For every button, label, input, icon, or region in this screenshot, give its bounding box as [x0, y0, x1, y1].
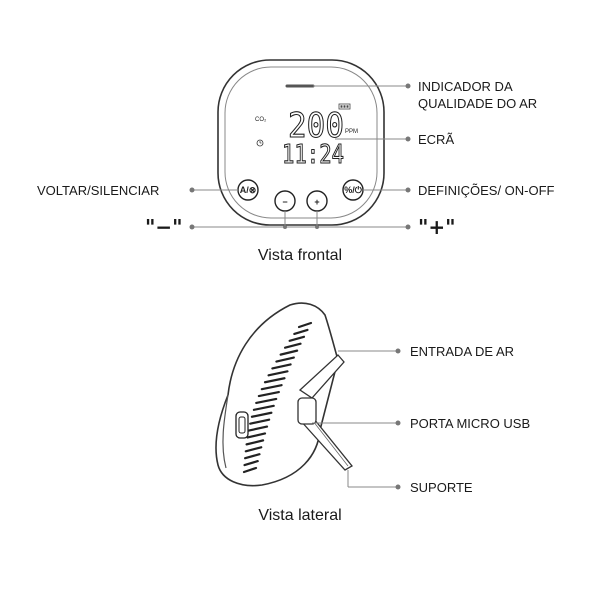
air-quality-indicator-label-line2: QUALIDADE DO AR — [418, 96, 537, 111]
front-view-caption: Vista frontal — [258, 247, 342, 264]
minus-label: "−" — [145, 215, 183, 239]
vent-slit — [252, 404, 275, 411]
vent-slit — [293, 328, 309, 336]
vent-slit — [242, 466, 258, 474]
back-mute-icon: A/⊗ — [240, 185, 257, 195]
vent-slit — [246, 432, 267, 439]
vent-slit — [297, 321, 313, 329]
vent-slit — [279, 349, 299, 356]
vent-slit — [244, 446, 263, 453]
micro-usb-port — [235, 411, 249, 439]
co2-value-readout: 200 — [288, 106, 344, 146]
side-view-caption: Vista lateral — [258, 507, 341, 524]
side-callout-dots — [395, 348, 401, 490]
back-mute-label: VOLTAR/SILENCIAR — [37, 183, 159, 198]
settings-onoff-label: DEFINIÇÕES/ ON-OFF — [418, 183, 555, 198]
settings-power-icon: %/⏻ — [344, 185, 363, 195]
co2-label: CO₂ — [255, 117, 267, 123]
vent-slit — [244, 453, 261, 460]
device-body-side — [215, 302, 339, 487]
front-face-edge — [222, 394, 229, 469]
device-body-front — [217, 59, 385, 226]
plus-button[interactable]: + — [306, 190, 328, 212]
vent-slit — [245, 439, 265, 446]
screen-label: ECRÃ — [418, 132, 454, 147]
air-vent-slits — [242, 321, 313, 474]
vent-slit — [255, 397, 278, 405]
vent-slit — [257, 390, 280, 398]
micro-usb-label: PORTA MICRO USB — [410, 416, 530, 431]
side-callout-lines — [312, 350, 398, 488]
side-view: ENTRADA DE AR PORTA MICRO USB SUPORTE Vi… — [215, 302, 530, 524]
vent-slit — [267, 370, 289, 377]
settings-onoff-button[interactable]: %/⏻ — [342, 179, 364, 201]
time-readout: 11:24 — [282, 140, 344, 170]
vent-slit — [260, 384, 283, 391]
ppm-unit: PPM — [345, 129, 358, 135]
clock-icon — [256, 139, 264, 147]
stand — [297, 354, 353, 471]
front-view: CO₂ 200 PPM 11:24 A/⊗ − + %/⏻ — [37, 59, 555, 264]
air-quality-indicator-label-line1: INDICADOR DA — [418, 79, 513, 94]
vent-slit — [271, 363, 292, 370]
plus-label: "+" — [418, 215, 456, 239]
minus-icon: − — [282, 197, 287, 207]
minus-button[interactable]: − — [274, 190, 296, 212]
vent-slit — [288, 335, 306, 342]
vent-slit — [275, 356, 295, 363]
vent-slit — [283, 342, 302, 349]
back-mute-button[interactable]: A/⊗ — [237, 179, 259, 201]
stand-label: SUPORTE — [410, 480, 473, 495]
plus-icon: + — [314, 197, 319, 207]
vent-slit — [247, 425, 269, 432]
battery-icon — [338, 103, 351, 110]
front-callout-lines — [192, 85, 408, 228]
vent-slit — [249, 418, 271, 425]
front-callout-dots — [189, 83, 411, 230]
device-bezel — [224, 66, 378, 219]
vent-slit — [263, 377, 286, 384]
vent-slit — [243, 459, 259, 467]
vent-slit — [250, 411, 273, 418]
air-inlet-label: ENTRADA DE AR — [410, 344, 514, 359]
